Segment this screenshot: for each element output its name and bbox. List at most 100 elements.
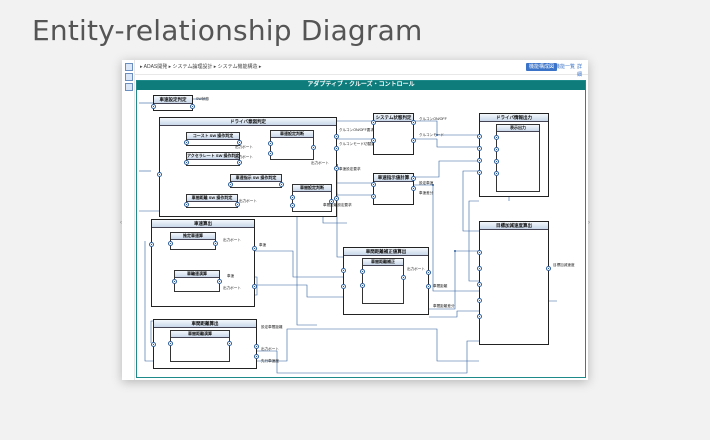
output-port-icon[interactable] — [254, 344, 259, 349]
signal-label: クルコンモード — [419, 133, 444, 137]
input-port-icon[interactable] — [477, 134, 482, 139]
input-port-icon[interactable] — [184, 140, 189, 145]
input-port-icon[interactable] — [371, 138, 376, 143]
output-port-icon[interactable] — [252, 284, 257, 289]
output-port-icon[interactable] — [411, 138, 416, 143]
output-port-icon[interactable] — [334, 146, 339, 151]
input-port-icon[interactable] — [360, 283, 365, 288]
input-port-icon[interactable] — [477, 170, 482, 175]
subblock-wheel-speed[interactable]: 車輪速演算 — [172, 270, 222, 292]
input-port-icon[interactable] — [371, 194, 376, 199]
output-port-icon[interactable] — [235, 202, 240, 207]
input-port-icon[interactable] — [149, 242, 154, 247]
output-port-icon[interactable] — [426, 270, 431, 275]
input-port-icon[interactable] — [477, 282, 482, 287]
input-port-icon[interactable] — [228, 182, 233, 187]
subblock-dist-setting[interactable]: 車間設定判断 — [290, 184, 334, 212]
output-port-icon[interactable] — [190, 104, 195, 109]
input-port-icon[interactable] — [371, 182, 376, 187]
output-port-icon[interactable] — [213, 241, 218, 246]
input-port-icon[interactable] — [151, 342, 156, 347]
input-port-icon[interactable] — [151, 104, 156, 109]
structure-view-button[interactable]: 機能構成図 — [526, 63, 558, 71]
input-port-icon[interactable] — [184, 160, 189, 165]
subblock-speed-setting[interactable]: 車速設定判断 — [268, 130, 316, 160]
input-port-icon[interactable] — [477, 298, 482, 303]
signal-label: クルコンON/OFF — [419, 117, 447, 121]
subblock-distance-correct[interactable]: 車間距離補正 — [360, 258, 406, 304]
input-port-icon[interactable] — [268, 141, 273, 146]
input-port-icon[interactable] — [477, 158, 482, 163]
subblock-distance-calc[interactable]: 車間距離演算 — [168, 330, 232, 362]
app-screenshot: ▸ ADAS開発 ▸ システム論理設計 ▸ システム機能構造 ▸ 機能構成図 機… — [120, 60, 590, 380]
signal-label: 出力ポート — [261, 347, 279, 351]
input-port-icon[interactable] — [290, 203, 295, 208]
signal-label: クルコンモード切替要求 — [339, 142, 379, 146]
scroll-right-icon[interactable]: › — [588, 220, 590, 226]
signal-label: 車速 — [227, 274, 235, 278]
input-port-icon[interactable] — [494, 159, 499, 164]
input-port-icon[interactable] — [371, 120, 376, 125]
input-port-icon[interactable] — [341, 284, 346, 289]
subblock-coast-sw[interactable]: コースト SW 操作判定 — [184, 132, 242, 146]
input-port-icon[interactable] — [168, 341, 173, 346]
input-port-icon[interactable] — [494, 171, 499, 176]
input-port-icon[interactable] — [360, 269, 365, 274]
input-port-icon[interactable] — [184, 202, 189, 207]
function-list-link[interactable]: 機能一覧 — [555, 64, 576, 70]
output-port-icon[interactable] — [411, 120, 416, 125]
scroll-left-icon[interactable]: ‹ — [120, 220, 122, 226]
block-target-accel[interactable]: 目標加減速度算出 — [477, 221, 551, 345]
block-distance-calc[interactable]: 車間距離算出 車間距離演算 — [151, 319, 259, 369]
output-port-icon[interactable] — [227, 341, 232, 346]
input-port-icon[interactable] — [168, 241, 173, 246]
input-port-icon[interactable] — [268, 151, 273, 156]
output-port-icon[interactable] — [311, 145, 316, 150]
input-port-icon[interactable] — [341, 268, 346, 273]
subblock-display-out[interactable]: 表示出力 — [494, 124, 540, 192]
block-driver-intent[interactable]: ドライバ意図判定 コースト SW 操作判定 アクセラレート SW 操作判定 車速… — [157, 117, 339, 217]
output-port-icon[interactable] — [237, 160, 242, 165]
input-port-icon[interactable] — [477, 146, 482, 151]
output-port-icon[interactable] — [254, 354, 259, 359]
output-port-icon[interactable] — [401, 275, 406, 280]
input-port-icon[interactable] — [172, 279, 177, 284]
output-port-icon[interactable] — [252, 246, 257, 251]
subblock-dist-sw[interactable]: 車間距離 SW 操作判定 — [184, 194, 240, 208]
input-port-icon[interactable] — [477, 266, 482, 271]
block-driver-info[interactable]: ドライバ情報出力 表示出力 — [477, 113, 549, 197]
input-port-icon[interactable] — [157, 172, 162, 177]
signal-label: 先行車速度 — [261, 359, 279, 363]
output-port-icon[interactable] — [334, 166, 339, 171]
output-port-icon[interactable] — [546, 266, 551, 271]
input-port-icon[interactable] — [477, 250, 482, 255]
block-distance-correction[interactable]: 車間距離補正値算出 車間距離補正 — [341, 247, 431, 315]
output-port-icon[interactable] — [334, 134, 339, 139]
output-port-icon[interactable] — [217, 279, 222, 284]
block-speed-set[interactable]: 車速設定判定 — [151, 95, 195, 111]
block-vehicle-control[interactable]: 車速指示値計算 — [371, 173, 416, 205]
output-port-icon[interactable] — [279, 182, 284, 187]
output-port-icon[interactable] — [411, 176, 416, 181]
input-port-icon[interactable] — [290, 195, 295, 200]
subblock-accel-sw[interactable]: アクセラレート SW 操作判定 — [184, 152, 242, 166]
input-port-icon[interactable] — [494, 147, 499, 152]
output-port-icon[interactable] — [329, 199, 334, 204]
input-port-icon[interactable] — [477, 314, 482, 319]
output-port-icon[interactable] — [237, 140, 242, 145]
signal-label: 目標加減速度 — [553, 263, 575, 267]
block-title: 車間距離演算 — [171, 331, 229, 338]
block-system-state[interactable]: システム状態判定 — [371, 113, 416, 155]
output-port-icon[interactable] — [334, 196, 339, 201]
subblock-speed-cmd-sw[interactable]: 車速指示 SW 操作判定 — [228, 174, 284, 188]
menu-icon[interactable] — [125, 63, 133, 71]
output-port-icon[interactable] — [411, 186, 416, 191]
subblock-speed-est[interactable]: 推定車速算 — [168, 232, 218, 250]
grid-icon[interactable] — [125, 73, 133, 81]
breadcrumb[interactable]: ▸ ADAS開発 ▸ システム論理設計 ▸ システム機能構造 ▸ — [140, 64, 262, 70]
input-port-icon[interactable] — [494, 135, 499, 140]
detail-link[interactable]: 詳細 — [577, 64, 583, 78]
block-speed-calc[interactable]: 車速算出 推定車速算 車輪速演算 — [149, 219, 257, 307]
output-port-icon[interactable] — [426, 284, 431, 289]
page-icon[interactable] — [125, 83, 133, 91]
